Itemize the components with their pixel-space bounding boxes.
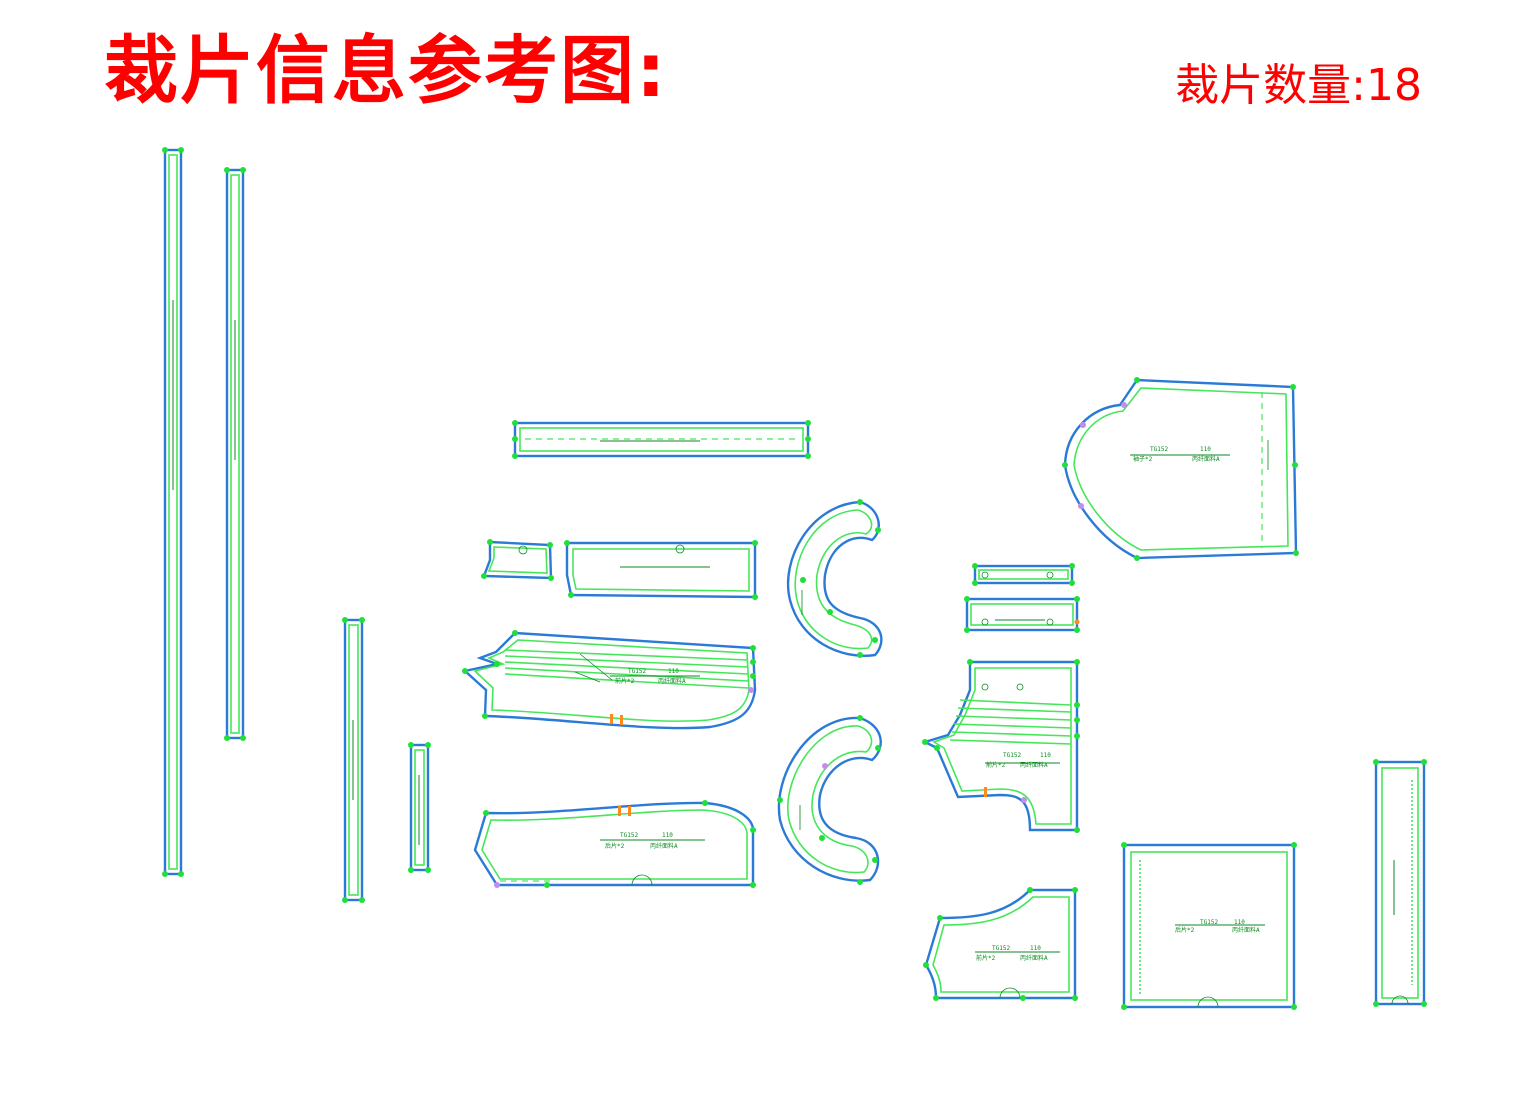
- label-lower-front-size: 110: [1030, 945, 1041, 952]
- label-square-code: TG152: [1200, 919, 1218, 926]
- label-back-size: 110: [662, 832, 673, 839]
- label-back-fabric: 丙纤面料A: [650, 842, 678, 850]
- label-sleeve-name: 袖子*2: [1133, 455, 1153, 463]
- pattern-piece-cuff-2[interactable]: [964, 596, 1080, 633]
- label-lower-front-code: TG152: [992, 945, 1010, 952]
- pattern-piece-waistband[interactable]: [512, 420, 811, 459]
- pattern-piece-back[interactable]: [473, 800, 756, 888]
- label-square-name: 后片*2: [1175, 926, 1195, 934]
- pattern-piece-long-strip-1[interactable]: [162, 147, 184, 877]
- pattern-piece-long-strip-2[interactable]: [224, 167, 246, 741]
- pattern-piece-pocket-bag[interactable]: [564, 540, 758, 600]
- label-sleeve-code: TG152: [1150, 446, 1168, 453]
- label-front-right-name: 前片*2: [986, 761, 1006, 769]
- label-back-name: 后片*2: [605, 842, 625, 850]
- pattern-piece-medium-strip[interactable]: [342, 617, 365, 903]
- pattern-piece-collar-lower[interactable]: [777, 715, 882, 885]
- label-front-fabric: 丙纤面料A: [658, 677, 686, 685]
- label-square-fabric: 丙纤面料A: [1232, 926, 1260, 934]
- piece-count-value: 18: [1366, 60, 1422, 111]
- label-front-name: 前片*2: [615, 677, 635, 685]
- pattern-piece-large-square[interactable]: [1121, 842, 1297, 1010]
- page-title: 裁片信息参考图:: [104, 28, 668, 114]
- label-front-right-code: TG152: [1003, 752, 1021, 759]
- piece-count: 裁片数量:18: [1175, 64, 1422, 108]
- pattern-piece-lower-front[interactable]: [923, 887, 1078, 1001]
- label-front-right-fabric: 丙纤面料A: [1020, 761, 1048, 769]
- label-front-code: TG152: [628, 668, 646, 675]
- piece-count-label: 裁片数量:: [1175, 60, 1366, 111]
- label-lower-front-name: 前片*2: [976, 954, 996, 962]
- pattern-piece-collar-upper[interactable]: [786, 499, 883, 658]
- pattern-piece-small-pocket[interactable]: [481, 539, 554, 581]
- label-lower-front-fabric: 丙纤面料A: [1020, 954, 1048, 962]
- pattern-piece-cuff-1[interactable]: [972, 563, 1075, 586]
- pattern-piece-placket[interactable]: [1373, 759, 1427, 1007]
- pattern-piece-front-right[interactable]: [921, 659, 1080, 833]
- pattern-piece-short-strip[interactable]: [408, 742, 431, 873]
- pattern-piece-sleeve[interactable]: [1062, 377, 1299, 561]
- label-front-right-size: 110: [1040, 752, 1051, 759]
- label-front-size: 110: [668, 668, 679, 675]
- pattern-piece-front[interactable]: [462, 630, 757, 730]
- label-back-code: TG152: [620, 832, 638, 839]
- label-sleeve-fabric: 丙纤面料A: [1192, 455, 1220, 463]
- label-square-size: 110: [1234, 919, 1245, 926]
- label-sleeve-size: 110: [1200, 446, 1211, 453]
